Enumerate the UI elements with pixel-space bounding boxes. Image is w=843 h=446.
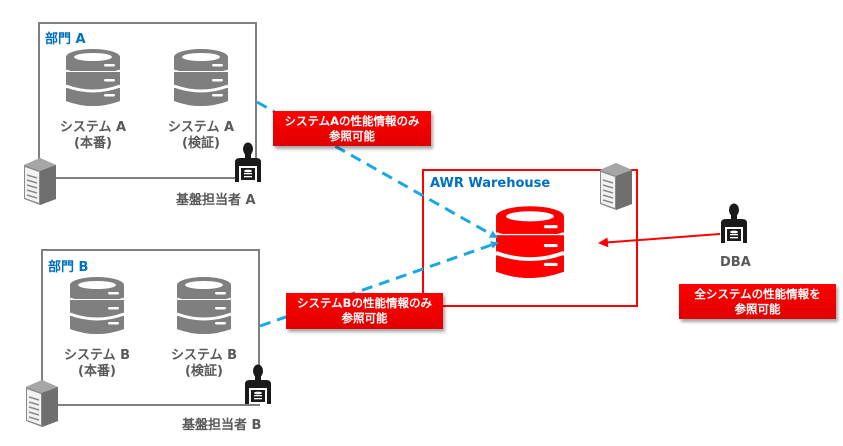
department-b-title: 部門 B: [48, 260, 89, 275]
awr-warehouse-title: AWR Warehouse: [430, 176, 551, 191]
server-icon: [596, 160, 636, 212]
operator-b-label: 基盤担当者 B: [182, 418, 262, 433]
operator-a-label: 基盤担当者 A: [176, 193, 256, 208]
system-label: システム A (本番): [59, 120, 127, 151]
system-label: システム A (検証): [167, 120, 235, 151]
database-icon: [176, 276, 232, 338]
callout-system-b: システムBの性能情報のみ 参照可能: [286, 293, 443, 329]
database-icon: [69, 276, 125, 338]
database-icon: [65, 48, 121, 110]
department-a-title: 部門 A: [45, 32, 86, 47]
system-label: システム B (本番): [63, 348, 131, 379]
callout-system-a: システムAの性能情報のみ 参照可能: [273, 111, 431, 146]
database-icon: [173, 48, 229, 110]
callout-dba: 全システムの性能情報を 参照可能: [679, 284, 836, 319]
dba-label: DBA: [720, 255, 751, 270]
server-icon: [22, 377, 62, 429]
operator-person-icon: [242, 364, 274, 406]
operator-person-icon: [232, 142, 264, 184]
dba-person-icon: [718, 203, 750, 245]
system-label: システム B (検証): [170, 348, 238, 379]
server-icon: [20, 155, 60, 207]
awr-database-icon: [488, 205, 572, 283]
